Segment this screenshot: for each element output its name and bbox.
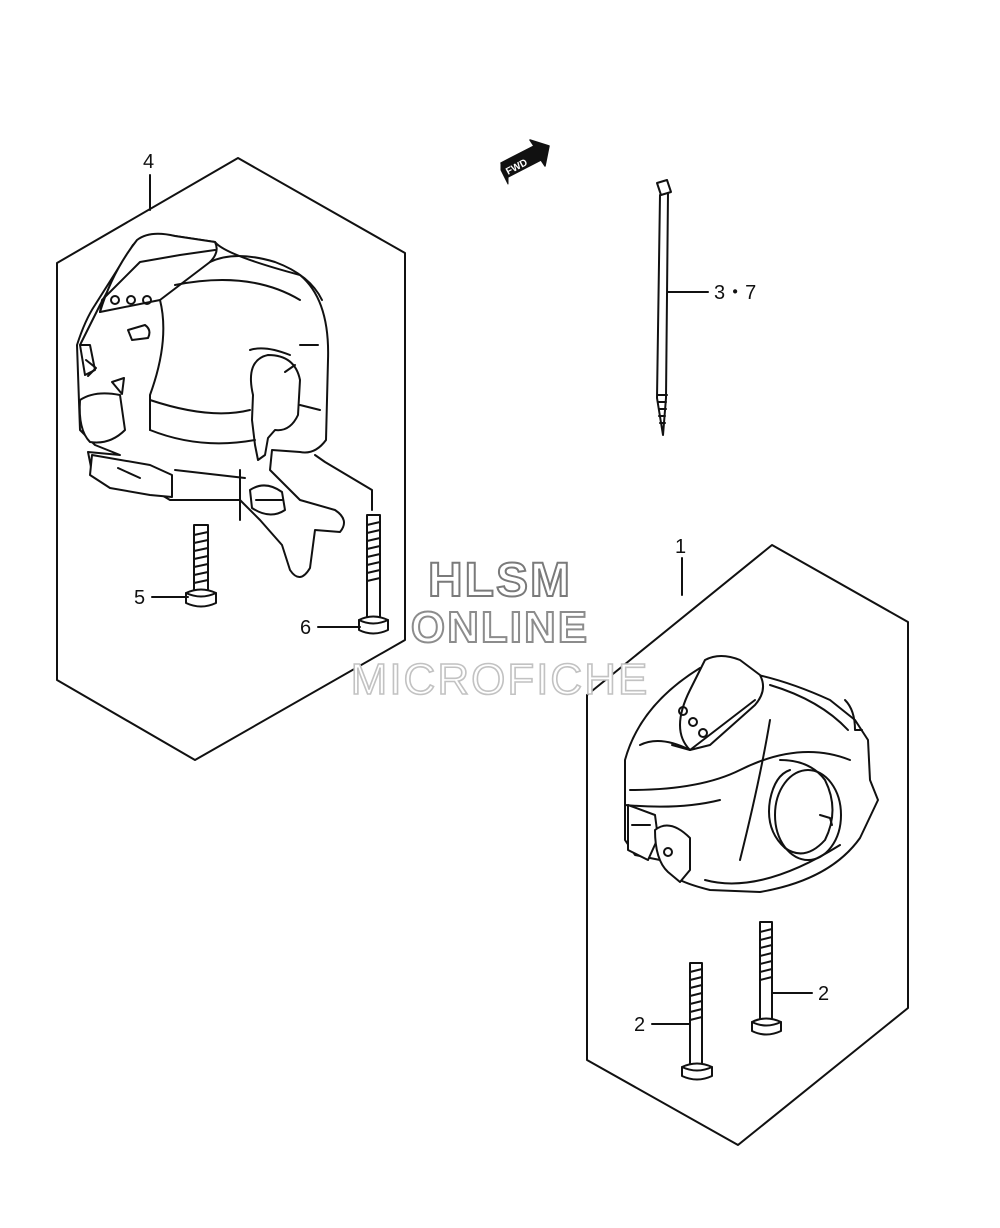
watermark-line-2: ONLINE bbox=[410, 602, 590, 653]
fwd-arrow-icon bbox=[500, 139, 550, 185]
callout-2-right: 2 bbox=[818, 983, 829, 1005]
watermark-line-1: HLSM bbox=[427, 553, 572, 608]
assembly-outline-right bbox=[586, 544, 909, 1146]
screw-2-left bbox=[681, 962, 713, 1081]
callout-5: 5 bbox=[134, 587, 145, 609]
screw-5 bbox=[185, 524, 217, 608]
screw-2-right bbox=[751, 921, 782, 1036]
cable-tie bbox=[656, 179, 672, 436]
screw-6 bbox=[358, 514, 389, 635]
callout-3-7: 3・7 bbox=[714, 282, 756, 304]
callout-1: 1 bbox=[675, 536, 686, 558]
callout-6: 6 bbox=[300, 617, 311, 639]
callout-2-left: 2 bbox=[634, 1014, 645, 1036]
assembly-outline-left bbox=[56, 157, 406, 761]
right-switch-housing bbox=[624, 655, 879, 893]
watermark-line-3: MICROFICHE bbox=[350, 654, 650, 705]
left-switch-housing bbox=[76, 232, 373, 578]
callout-4: 4 bbox=[143, 151, 154, 173]
